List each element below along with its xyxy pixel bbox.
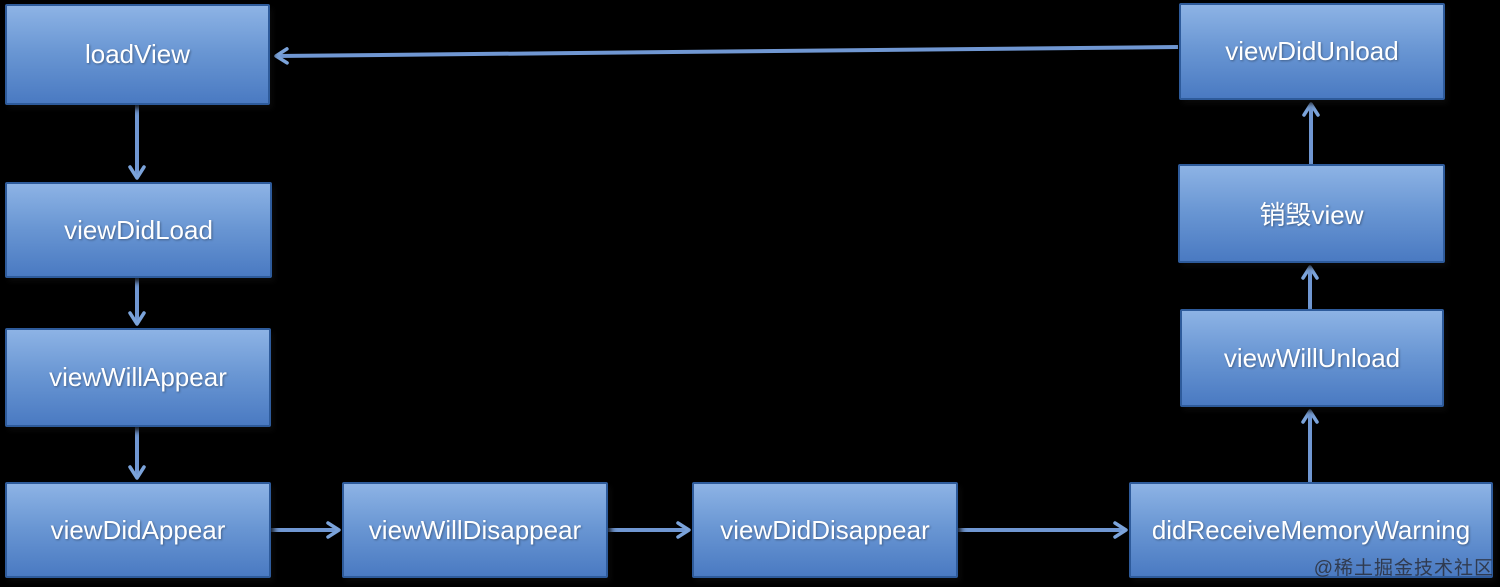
node-viewwillappear: viewWillAppear bbox=[5, 328, 271, 427]
node-didreceivememorywarning: didReceiveMemoryWarning bbox=[1129, 482, 1493, 578]
node-loadview: loadView bbox=[5, 4, 270, 105]
node-viewdidappear: viewDidAppear bbox=[5, 482, 271, 578]
node-viewdiddisappear: viewDidDisappear bbox=[692, 482, 958, 578]
edge-viewdidunload-to-loadview bbox=[274, 45, 1179, 65]
node-viewwillunload: viewWillUnload bbox=[1180, 309, 1444, 407]
node-destroy-view: 销毁view bbox=[1178, 164, 1445, 263]
node-viewdidload: viewDidLoad bbox=[5, 182, 272, 278]
node-viewwilldisappear: viewWillDisappear bbox=[342, 482, 608, 578]
juejin-watermark: @稀土掘金技术社区 bbox=[1313, 558, 1494, 579]
node-viewdidunload: viewDidUnload bbox=[1179, 3, 1445, 100]
